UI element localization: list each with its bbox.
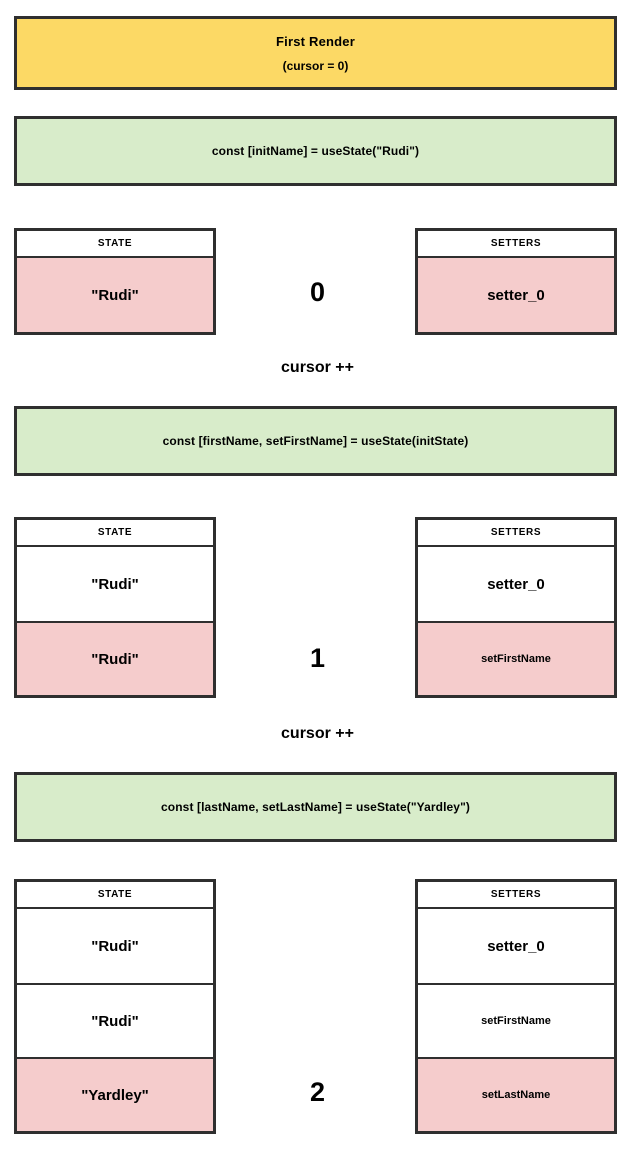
setter-cell: setter_0 [418,258,614,332]
state-table-step-3: STATE "Rudi" "Rudi" "Yardley" [14,879,216,1134]
state-cell: "Rudi" [17,258,213,332]
state-table-header: STATE [17,520,213,547]
setter-cell: setFirstName [418,983,614,1057]
cursor-increment-label-2: cursor ++ [281,725,354,742]
code-text: const [lastName, setLastName] = useState… [161,800,470,814]
setter-cell-value: setLastName [481,1089,551,1101]
cursor-increment-label-1: cursor ++ [281,359,354,376]
code-box-step-2: const [firstName, setFirstName] = useSta… [14,406,617,476]
setter-cell-value: setter_0 [487,286,545,304]
state-cell: "Rudi" [17,983,213,1057]
state-table-step-2: STATE "Rudi" "Rudi" [14,517,216,698]
setter-cell: setter_0 [418,547,614,621]
banner-cursor-value: (cursor = 0) [282,58,349,73]
state-table-step-1: STATE "Rudi" [14,228,216,335]
state-cell: "Rudi" [17,909,213,983]
cursor-value-step-2: 1 [309,643,326,673]
setter-cell-value: setFirstName [481,1015,551,1027]
code-box-step-1: const [initName] = useState("Rudi") [14,116,617,186]
state-cell-value: "Yardley" [81,1086,149,1104]
setters-table-step-2: SETTERS setter_0 setFirstName [415,517,617,698]
setters-table-header: SETTERS [418,231,614,258]
state-table-header: STATE [17,231,213,258]
setter-cell: setFirstName [418,621,614,695]
code-text: const [firstName, setFirstName] = useSta… [162,434,469,448]
code-box-step-3: const [lastName, setLastName] = useState… [14,772,617,842]
setter-cell: setLastName [418,1057,614,1131]
state-table-header: STATE [17,882,213,909]
state-cell-value: "Rudi" [91,650,139,668]
setters-table-step-3: SETTERS setter_0 setFirstName setLastNam… [415,879,617,1134]
banner-title: First Render [276,33,355,49]
setters-table-header: SETTERS [418,520,614,547]
state-cell: "Yardley" [17,1057,213,1131]
state-cell-value: "Rudi" [91,1012,139,1030]
first-render-banner: First Render (cursor = 0) [14,16,617,90]
state-cell-value: "Rudi" [91,286,139,304]
cursor-value-step-3: 2 [309,1077,326,1107]
setter-cell-value: setter_0 [487,937,545,955]
setter-cell-value: setter_0 [487,575,545,593]
state-cell: "Rudi" [17,621,213,695]
code-text: const [initName] = useState("Rudi") [211,144,420,158]
state-cell-value: "Rudi" [91,937,139,955]
setter-cell: setter_0 [418,909,614,983]
setters-table-step-1: SETTERS setter_0 [415,228,617,335]
cursor-value-step-1: 0 [309,277,326,307]
setter-cell-value: setFirstName [481,653,551,665]
state-cell: "Rudi" [17,547,213,621]
state-cell-value: "Rudi" [91,575,139,593]
setters-table-header: SETTERS [418,882,614,909]
